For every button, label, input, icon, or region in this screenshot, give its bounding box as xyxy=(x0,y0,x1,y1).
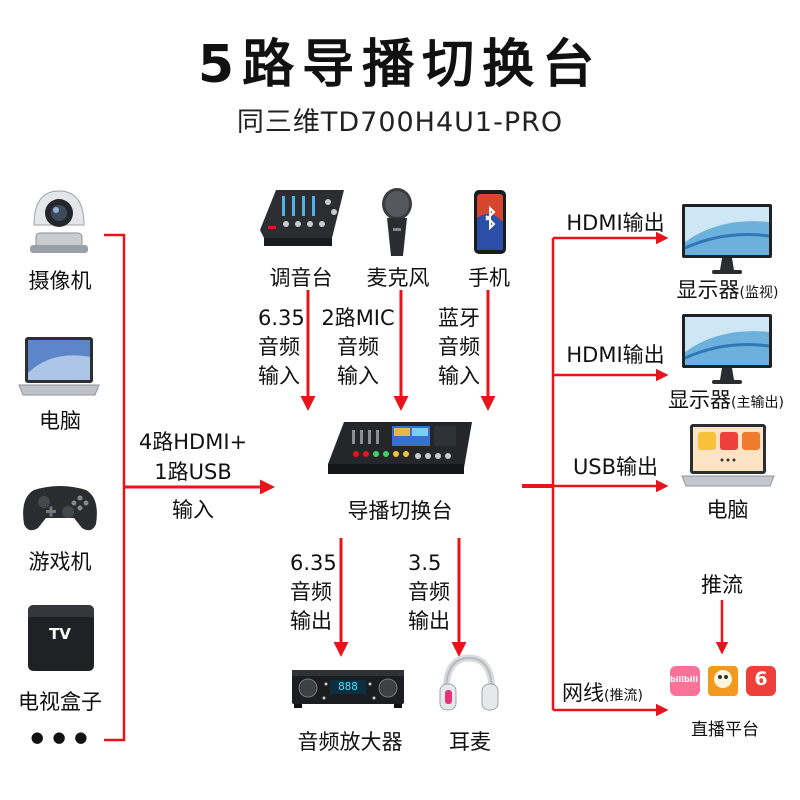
headphone-output-line-3: 输出 xyxy=(408,609,450,633)
monitor-2-label: 显示器(主输出) xyxy=(652,384,800,414)
mixer-input-line-3: 输入 xyxy=(258,364,300,388)
headphone-output-line-2: 音频 xyxy=(408,580,450,604)
pc-output-label: 电脑 xyxy=(706,498,749,522)
mic-input-label: 2路MIC 音频 输入 xyxy=(318,304,398,391)
network-output-main: 网线 xyxy=(562,681,604,705)
monitor-icon xyxy=(682,204,772,274)
platform-six-text: 6 xyxy=(754,668,768,690)
push-stream-label: 推流 xyxy=(701,573,743,597)
bilibili-text: bilibili xyxy=(670,675,698,684)
platform-logos-icon xyxy=(670,666,776,696)
phone-input-line-3: 输入 xyxy=(438,364,480,388)
phone-input-line-2: 音频 xyxy=(438,335,480,359)
camera-icon xyxy=(30,190,88,253)
more-sources-dots: ● ● ● xyxy=(30,728,90,746)
page-subtitle: 同三维TD700H4U1-PRO xyxy=(236,107,564,138)
left-bracket-line xyxy=(104,233,126,742)
headphone-output-line-1: 3.5 xyxy=(408,551,442,575)
mixer-label: 调音台 xyxy=(269,266,333,290)
amp-output-line-3: 输出 xyxy=(290,609,332,633)
switcher-device-icon xyxy=(328,422,472,474)
mixer-input-line-1: 6.35 xyxy=(258,306,305,330)
mic-input-line-3: 输入 xyxy=(337,364,379,388)
source-camera-label: 摄像机 xyxy=(28,269,92,293)
left-input-line-2: 1路USB xyxy=(154,460,232,484)
amplifier-label: 音频放大器 xyxy=(297,730,403,754)
tv-box-icon xyxy=(28,605,94,671)
laptop-icon xyxy=(681,424,775,487)
mixer-input-line-2: 音频 xyxy=(258,335,300,359)
source-gamepad-label: 游戏机 xyxy=(28,550,92,574)
laptop-icon xyxy=(18,337,100,396)
source-tvbox-label: 电视盒子 xyxy=(18,690,102,714)
network-output-small: (推流) xyxy=(604,688,643,704)
mic-input-line-2: 音频 xyxy=(337,335,379,359)
live-platform-label: 直播平台 xyxy=(691,720,759,740)
left-input-line-3: 输入 xyxy=(172,498,214,522)
usb-output-label: USB输出 xyxy=(572,455,659,479)
monitor-1-main: 显示器 xyxy=(676,278,740,302)
headphones-label: 耳麦 xyxy=(449,730,491,754)
gamepad-icon xyxy=(23,486,97,531)
switcher-label: 导播切换台 xyxy=(347,499,453,523)
source-laptop-label: 电脑 xyxy=(39,409,81,433)
phone-input-label: 蓝牙 音频 输入 xyxy=(438,304,480,391)
phone-icon xyxy=(474,190,506,254)
amp-output-label: 6.35 音频 输出 xyxy=(290,549,337,636)
monitor-1-label: 显示器(监视) xyxy=(660,274,795,304)
page-title: 5路导播切换台 xyxy=(197,35,603,95)
monitor-icon xyxy=(682,314,772,384)
network-output-label: 网线(推流) xyxy=(562,677,672,707)
mixer-icon xyxy=(260,190,344,246)
microphone-label: 麦克风 xyxy=(366,266,430,290)
headphone-output-label: 3.5 音频 输出 xyxy=(408,549,450,636)
monitor-2-small: (主输出) xyxy=(731,395,784,411)
amplifier-icon xyxy=(292,670,404,708)
mic-input-line-1: 2路MIC xyxy=(321,306,395,330)
mixer-input-label: 6.35 音频 输入 xyxy=(258,304,305,391)
monitor-2-main: 显示器 xyxy=(668,388,732,412)
left-input-label: 4路HDMI+ 1路USB 输入 xyxy=(128,427,258,525)
headphones-icon xyxy=(439,654,499,711)
amp-output-line-1: 6.35 xyxy=(290,551,337,575)
amp-output-line-2: 音频 xyxy=(290,580,332,604)
phone-input-line-1: 蓝牙 xyxy=(438,306,480,330)
hdmi-output-2-label: HDMI输出 xyxy=(566,343,665,367)
microphone-icon xyxy=(382,188,412,256)
hdmi-output-1-label: HDMI输出 xyxy=(566,211,665,235)
tv-box-text: TV xyxy=(49,625,71,643)
monitor-1-small: (监视) xyxy=(739,285,779,301)
amp-display-text: 888 xyxy=(338,680,358,693)
left-input-line-1: 4路HDMI+ xyxy=(138,430,248,454)
phone-label: 手机 xyxy=(468,266,510,290)
